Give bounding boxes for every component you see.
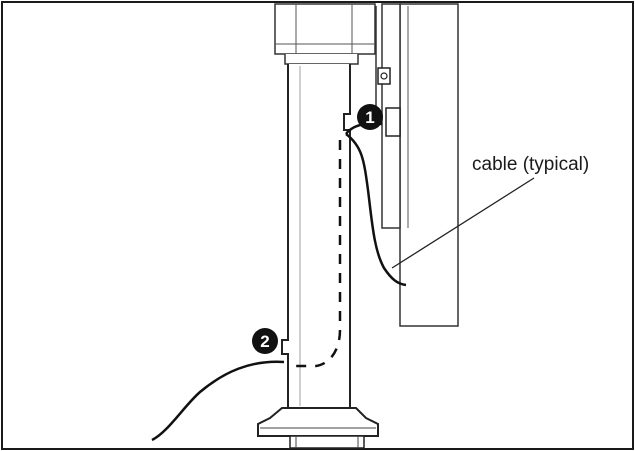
callout-leader-line [391, 177, 535, 269]
cable-callout-label: cable (typical) [472, 154, 589, 175]
cable-path [151, 122, 407, 442]
step-number-2: 2 [260, 332, 269, 351]
mounting-panel [375, 3, 459, 327]
base-plate [289, 435, 365, 449]
step-marker-2: 2 [252, 328, 278, 354]
column-base [257, 407, 379, 449]
bracket-fitting [377, 67, 391, 85]
clip-fitting [385, 107, 401, 137]
cable-outer-segment [345, 133, 407, 287]
cable-exit-segment [151, 360, 285, 442]
cable-internal-segment [292, 140, 342, 368]
step-number-1: 1 [365, 108, 374, 127]
step-marker-1: 1 [357, 104, 383, 130]
